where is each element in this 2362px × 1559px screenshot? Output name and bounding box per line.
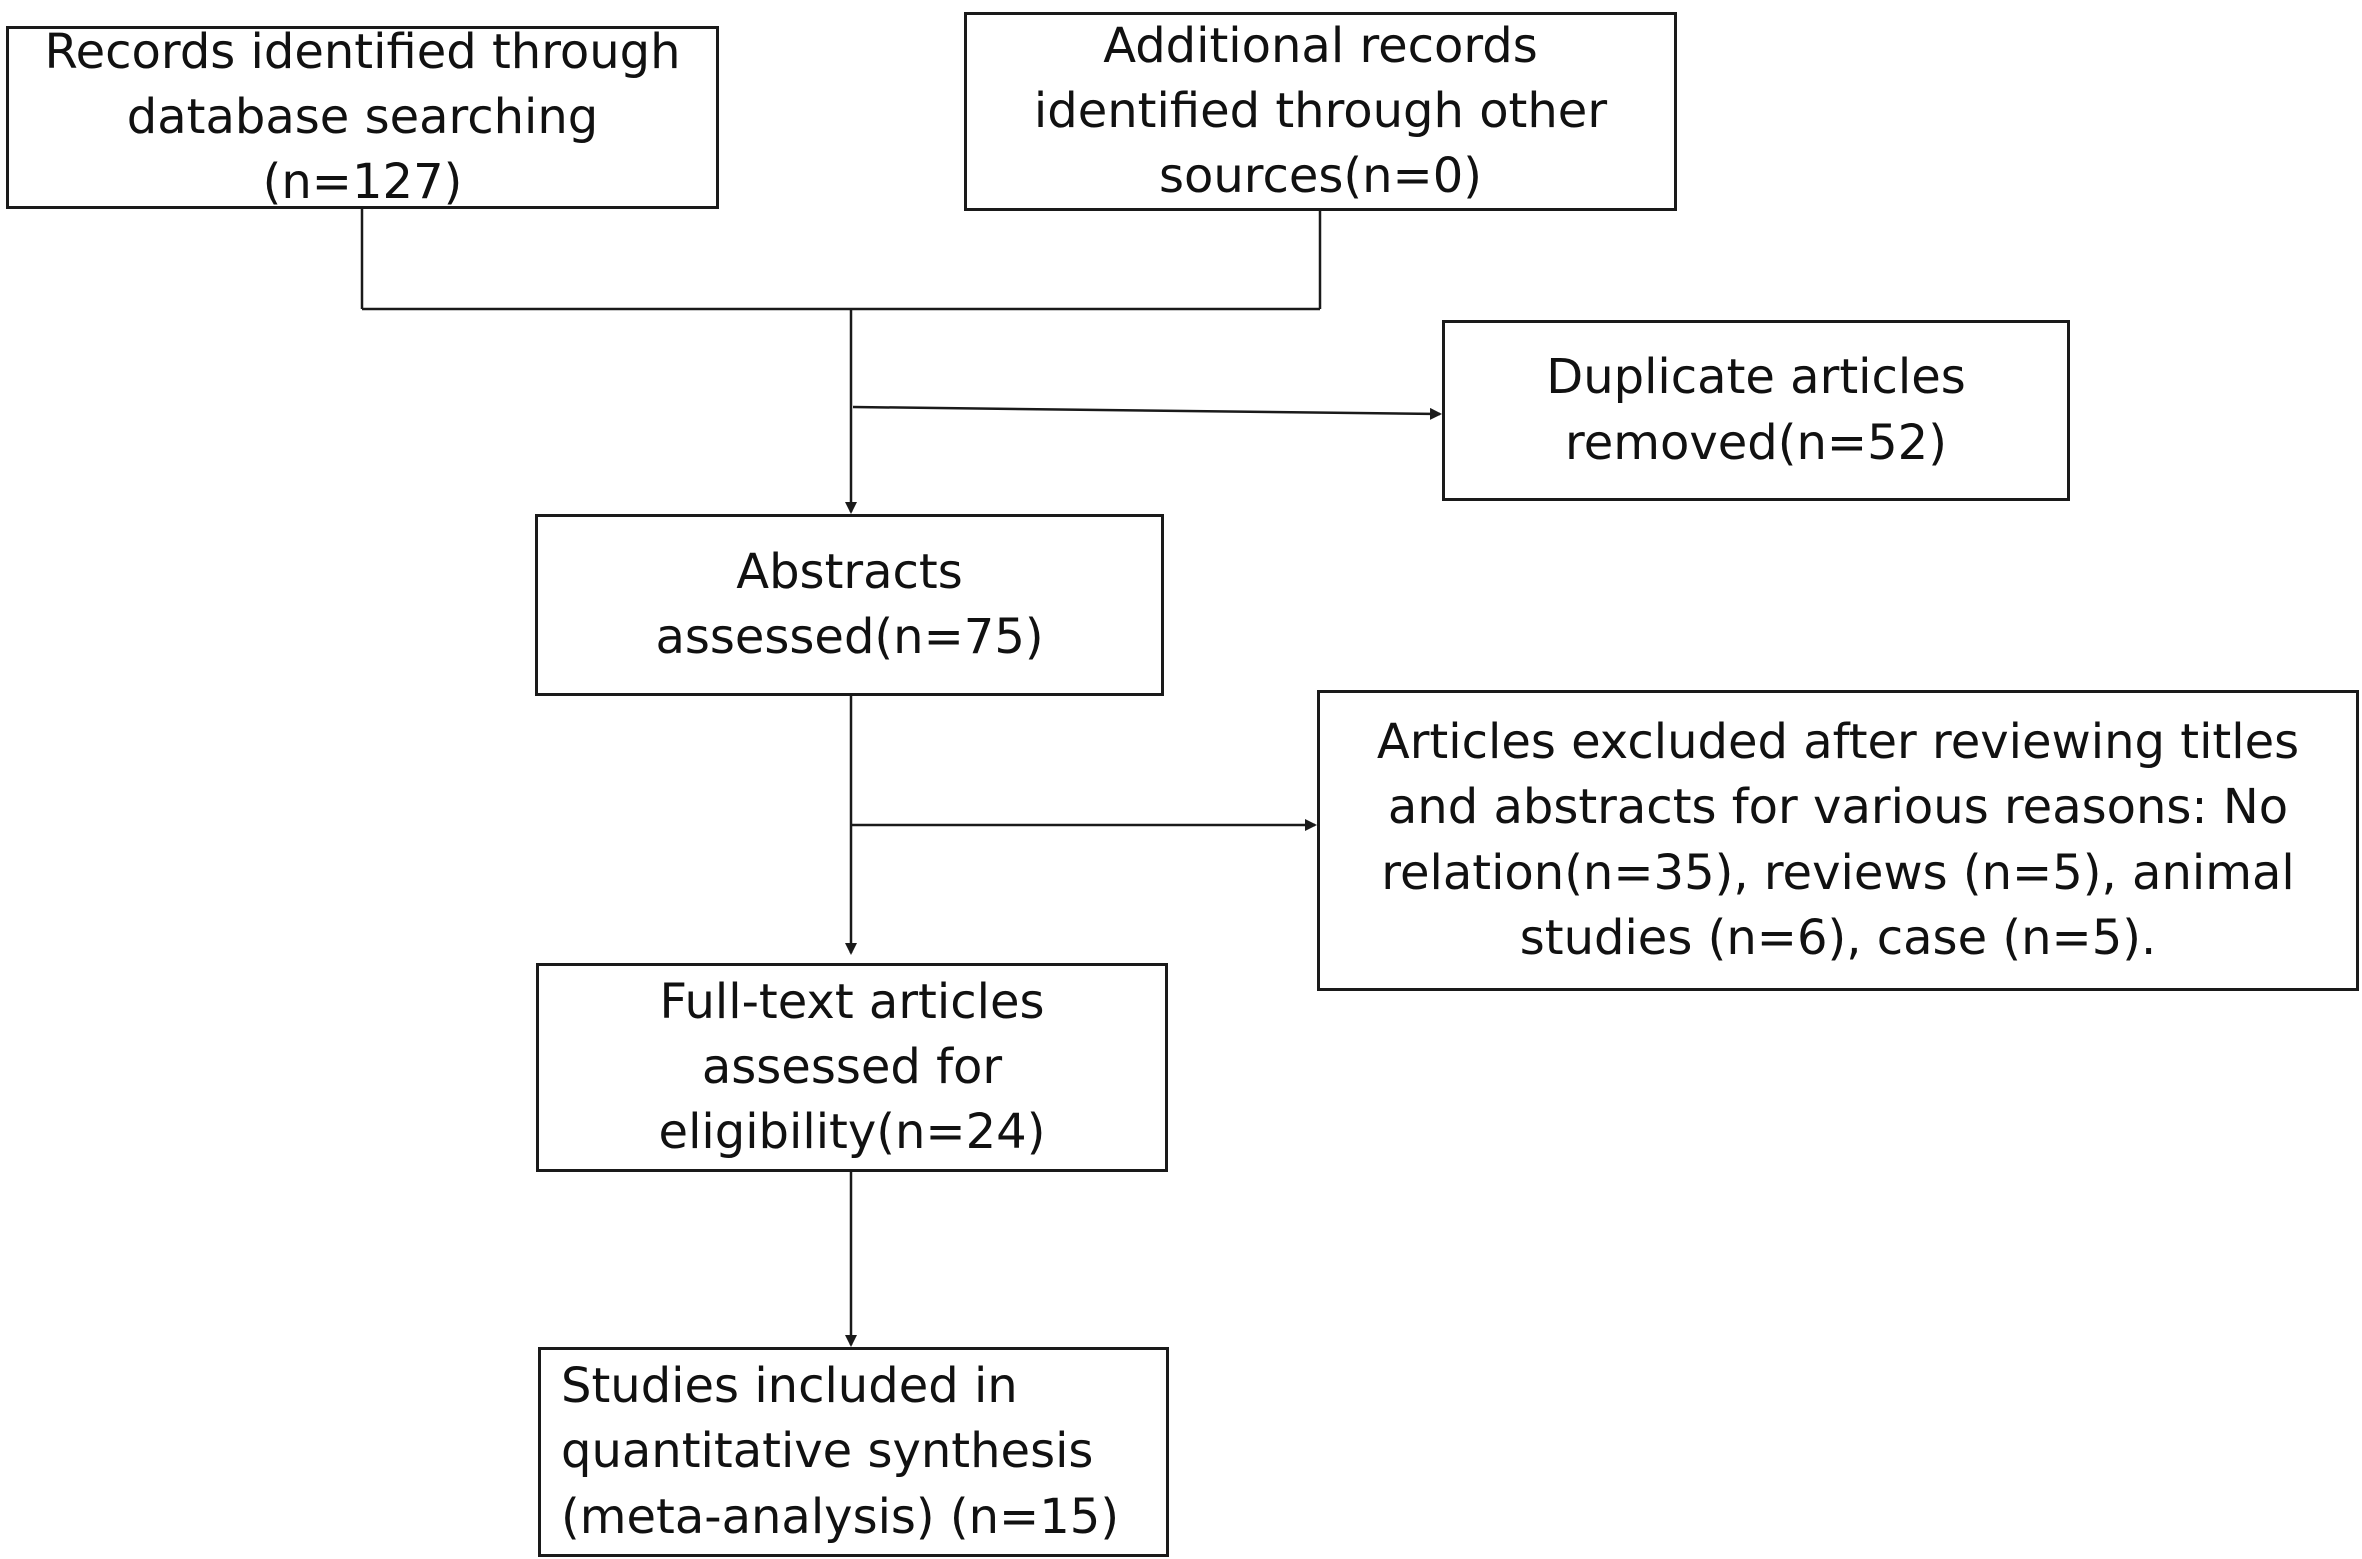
articles-excluded-box: Articles excluded after reviewing titles… xyxy=(1317,690,2359,991)
duplicates-removed-box: Duplicate articles removed(n=52) xyxy=(1442,320,2070,501)
articles-excluded-label: Articles excluded after reviewing titles… xyxy=(1376,713,2300,966)
abstracts-assessed-label: Abstracts assessed(n=75) xyxy=(655,543,1044,665)
fulltext-assessed-box: Full-text articles assessed for eligibil… xyxy=(536,963,1168,1172)
studies-included-label: Studies included in quantitative synthes… xyxy=(561,1358,1120,1545)
abstracts-assessed-box: Abstracts assessed(n=75) xyxy=(535,514,1164,696)
database-records-label: Records identified through database sear… xyxy=(44,23,681,211)
other-sources-label: Additional records identified through ot… xyxy=(1033,17,1608,205)
arrow-to-duplicates xyxy=(852,405,1442,420)
other-sources-box: Additional records identified through ot… xyxy=(964,12,1677,211)
studies-included-box: Studies included in quantitative synthes… xyxy=(538,1347,1169,1557)
duplicates-removed-label: Duplicate articles removed(n=52) xyxy=(1546,349,1966,471)
database-records-box: Records identified through database sear… xyxy=(6,24,719,210)
fulltext-assessed-label: Full-text articles assessed for eligibil… xyxy=(658,973,1046,1161)
